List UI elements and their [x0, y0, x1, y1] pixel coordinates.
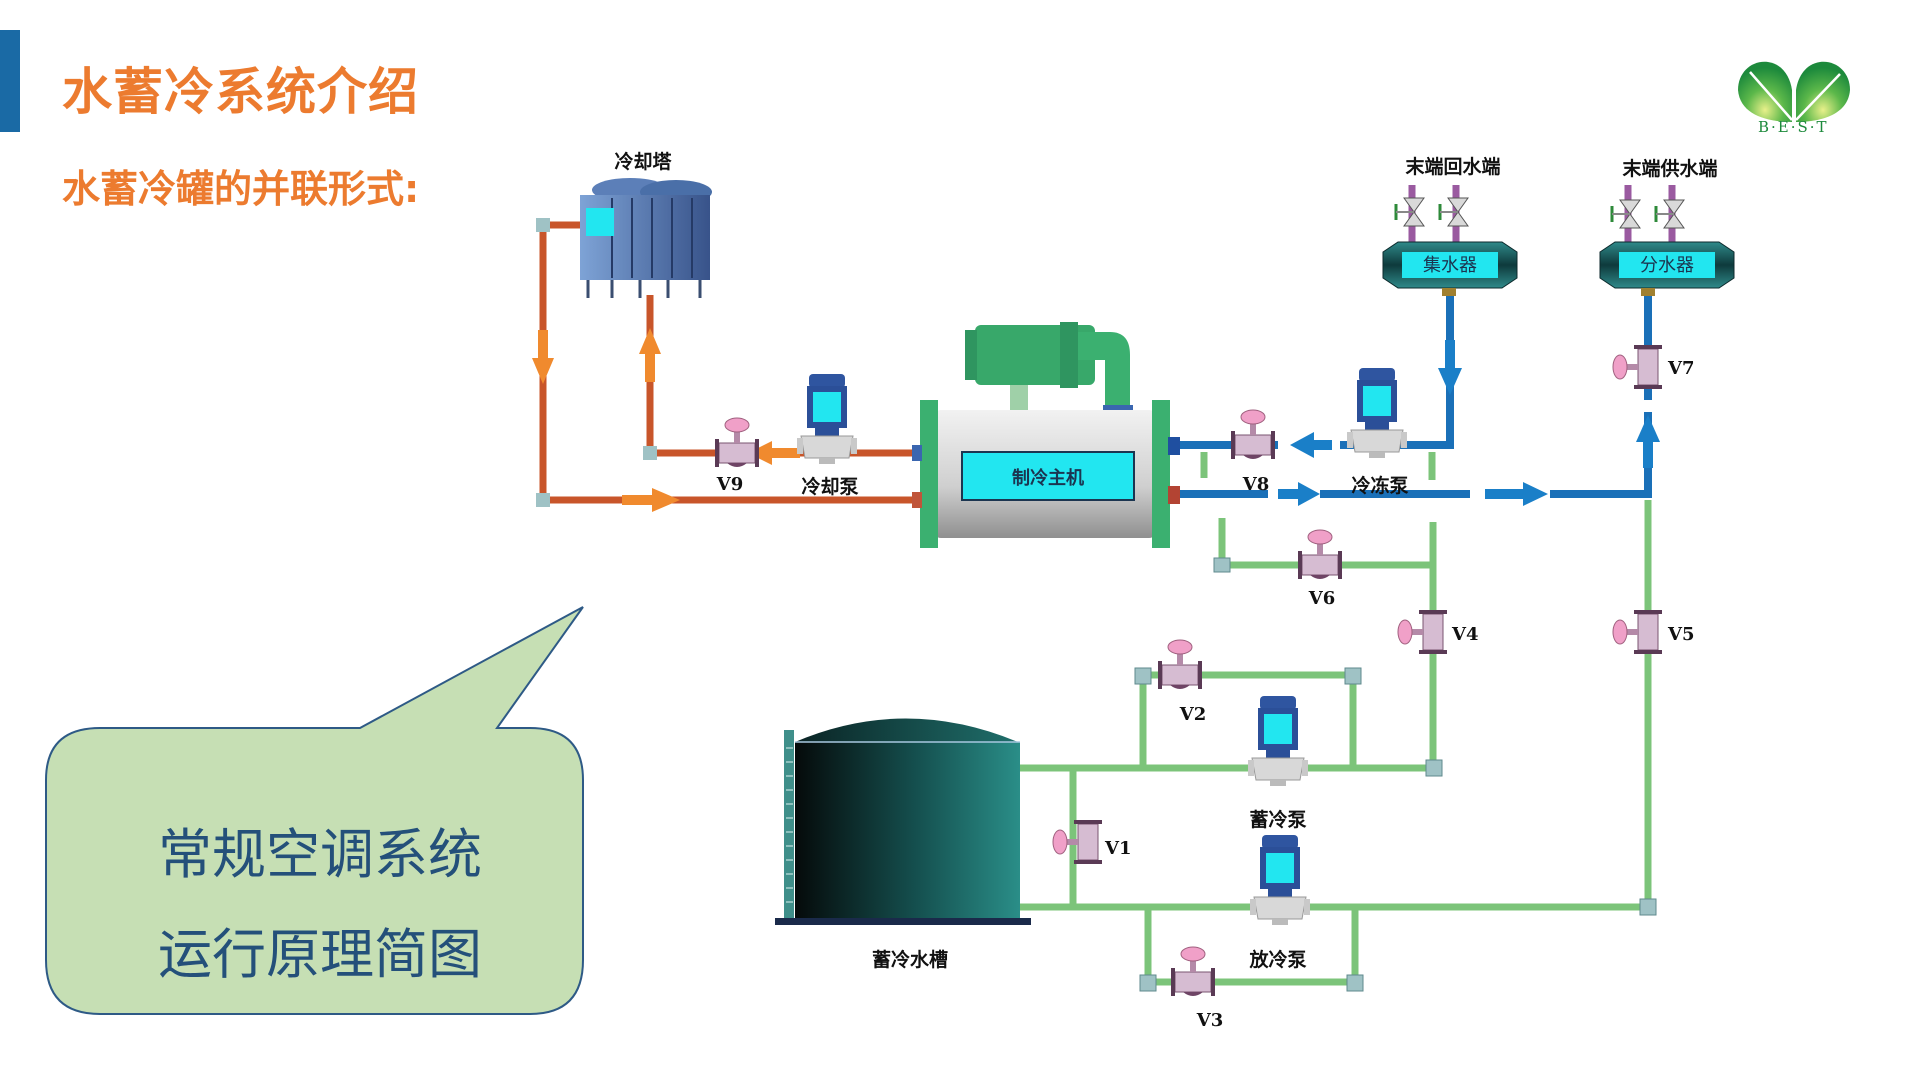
flow-arrow-right	[1485, 482, 1548, 506]
cooling-pump-icon[interactable]	[796, 373, 858, 465]
flow-arrow-down	[1438, 340, 1462, 395]
cooling-pump-label: 冷却泵	[801, 475, 858, 498]
charge-pump-label: 蓄冷泵	[1249, 808, 1306, 831]
chilled-pump-icon[interactable]	[1346, 367, 1408, 459]
return-header-title: 末端回水端	[1405, 155, 1500, 178]
gate-valve-icon[interactable]	[1394, 196, 1426, 228]
flow-arrow-left	[748, 441, 800, 465]
supply-header-title: 末端供水端	[1622, 157, 1717, 180]
elbow-fitting	[536, 218, 550, 232]
valve-v5-icon[interactable]	[1612, 609, 1663, 655]
valve-v8-label: V8	[1242, 474, 1270, 495]
callout-bubble	[45, 606, 584, 1015]
discharge-pump-label: 放冷泵	[1248, 948, 1306, 971]
gate-valve-icon[interactable]	[1654, 198, 1686, 230]
cooling-tower	[580, 178, 712, 298]
flow-arrow-up	[1636, 415, 1660, 468]
best-logo-icon	[1738, 61, 1850, 122]
return-header-label: 集水器	[1423, 255, 1477, 276]
elbow-fitting	[1344, 667, 1362, 685]
valve-v4-label: V4	[1451, 624, 1479, 645]
flow-arrow-down	[532, 330, 554, 384]
flow-arrow-right	[622, 488, 680, 512]
cooling-tower-label: 冷却塔	[614, 150, 672, 173]
flow-arrow-left	[1290, 432, 1332, 458]
valve-v9-icon[interactable]	[714, 417, 760, 468]
valve-v2-label: V2	[1179, 704, 1207, 725]
callout-line-1: 常规空调系统	[158, 823, 482, 886]
valve-v1-label: V1	[1104, 838, 1132, 859]
chiller-label: 制冷主机	[1012, 467, 1084, 489]
elbow-fitting	[1425, 759, 1443, 777]
flow-arrow-right	[1278, 482, 1320, 506]
return-header	[1382, 185, 1518, 296]
charge-pump-icon[interactable]	[1247, 695, 1309, 787]
chilled-pump-label: 冷冻泵	[1351, 474, 1408, 497]
title-accent-bar	[0, 30, 20, 132]
valve-v3-icon[interactable]	[1170, 946, 1216, 997]
storage-tank	[775, 718, 1031, 925]
valve-v7-icon[interactable]	[1612, 344, 1663, 390]
storage-tank-label: 蓄冷水槽	[872, 948, 948, 971]
callout-line-2: 运行原理简图	[158, 923, 482, 986]
logo-text: B·E·S·T	[1758, 118, 1829, 136]
elbow-fitting	[1346, 974, 1364, 992]
slide-subtitle: 水蓄冷罐的并联形式:	[62, 167, 420, 211]
elbow-fitting	[643, 446, 657, 460]
discharge-pump-icon[interactable]	[1249, 834, 1311, 926]
gate-valve-icon[interactable]	[1610, 198, 1642, 230]
valve-v7-label: V7	[1667, 358, 1695, 379]
valve-v4-icon[interactable]	[1397, 609, 1448, 655]
valve-v1-icon[interactable]	[1052, 819, 1103, 865]
valve-v5-label: V5	[1667, 624, 1695, 645]
slide-title: 水蓄冷系统介绍	[62, 63, 419, 121]
elbow-fitting	[1639, 898, 1657, 916]
valve-v6-icon[interactable]	[1297, 529, 1343, 580]
chiller	[912, 322, 1180, 548]
chilled-water-loop	[1180, 280, 1660, 506]
gate-valve-icon[interactable]	[1438, 196, 1470, 228]
elbow-fitting	[1134, 667, 1152, 685]
valve-v2-icon[interactable]	[1157, 639, 1203, 690]
supply-header-label: 分水器	[1640, 255, 1694, 276]
supply-header	[1599, 185, 1735, 296]
valve-v8-icon[interactable]	[1230, 409, 1276, 460]
flow-arrow-up	[639, 328, 661, 382]
valve-v6-label: V6	[1308, 588, 1336, 609]
elbow-fitting	[1139, 974, 1157, 992]
valve-v9-label: V9	[716, 474, 744, 495]
elbow-fitting	[1213, 557, 1231, 573]
valve-v3-label: V3	[1196, 1010, 1224, 1031]
elbow-fitting	[536, 493, 550, 507]
